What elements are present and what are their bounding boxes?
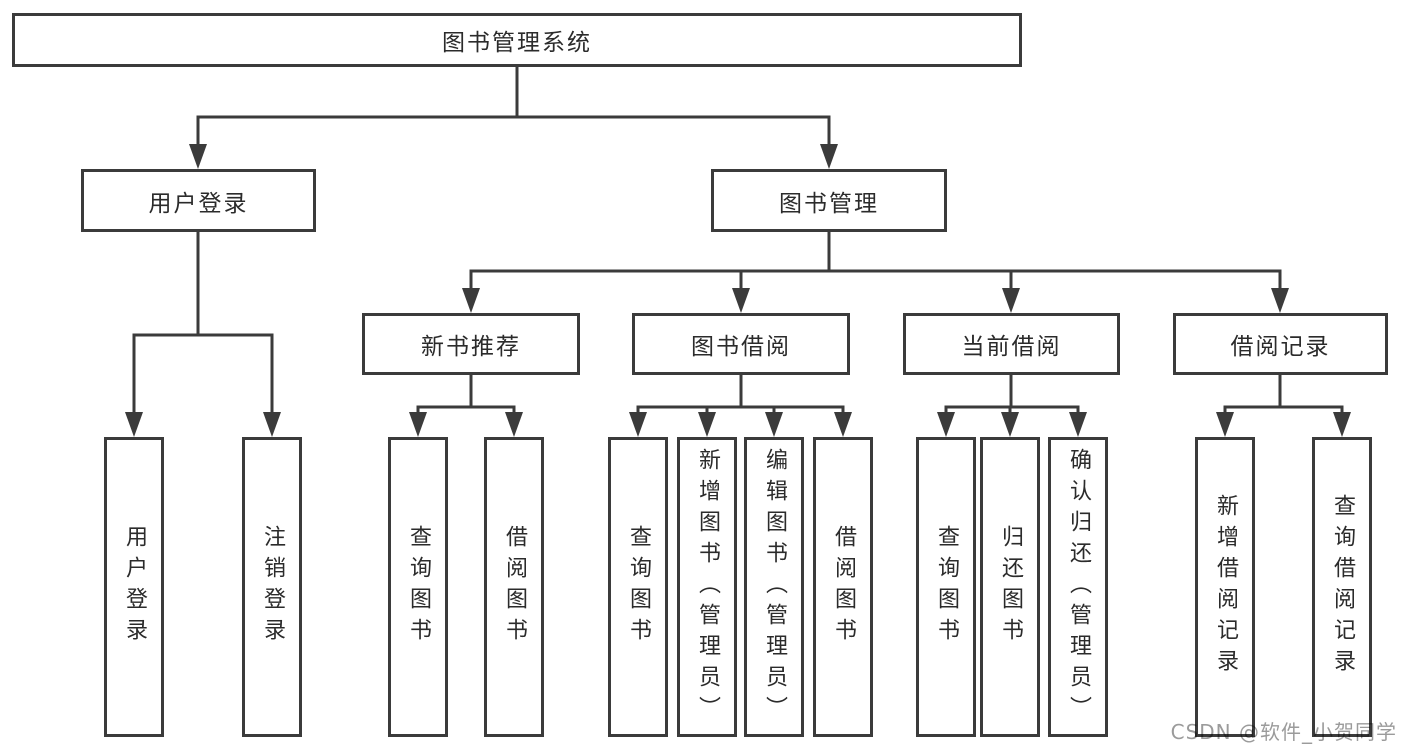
leaf-edit-book-admin: 编辑图书（管理员） [744,437,804,737]
leaf-add-book-admin: 新增图书（管理员） [677,437,737,737]
node-current-borrow: 当前借阅 [903,313,1120,375]
node-user-login: 用户登录 [81,169,316,232]
leaf-user-login: 用户登录 [104,437,164,737]
leaf-query-books-recommend: 查询图书 [388,437,448,737]
arrowheads [125,144,1351,437]
node-borrow-records: 借阅记录 [1173,313,1388,375]
csdn-watermark: CSDN @软件_小贺同学 [1170,720,1397,744]
connector-stems [132,67,1344,415]
node-book-borrow: 图书借阅 [632,313,850,375]
leaf-query-borrow-record: 查询借阅记录 [1312,437,1372,737]
leaf-logout: 注销登录 [242,437,302,737]
leaf-borrow-book: 借阅图书 [813,437,873,737]
leaf-borrow-books-recommend: 借阅图书 [484,437,544,737]
node-root-library-system: 图书管理系统 [12,13,1022,67]
leaf-confirm-return-admin: 确认归还（管理员） [1048,437,1108,737]
leaf-return-book: 归还图书 [980,437,1040,737]
leaf-query-books-borrow: 查询图书 [608,437,668,737]
node-new-book-recommend: 新书推荐 [362,313,580,375]
leaf-add-borrow-record: 新增借阅记录 [1195,437,1255,737]
leaf-query-books-current: 查询图书 [916,437,976,737]
node-book-management: 图书管理 [711,169,947,232]
